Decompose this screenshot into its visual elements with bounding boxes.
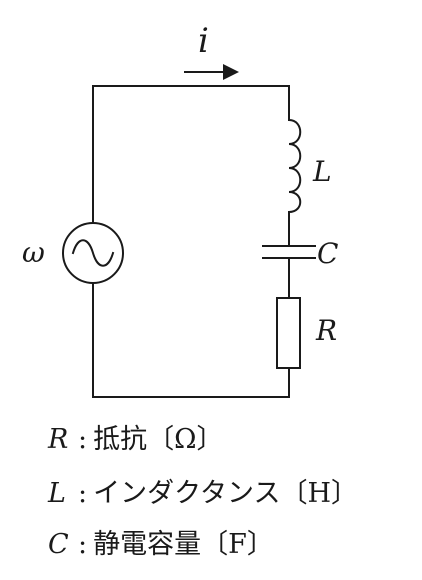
legend-description: 静電容量〔F〕 [93,529,274,560]
capacitor-label: C [317,237,338,270]
ac-source-circle [62,222,124,284]
legend-description: 抵抗〔Ω〕 [93,424,224,455]
legend-symbol: R [48,424,69,455]
current-arrow [184,64,239,80]
legend-row-inductance: L:インダクタンス〔H〕 [48,480,358,507]
legend-symbol: C [48,529,69,560]
inductor-coil [287,118,302,214]
sine-wave-icon [71,239,115,267]
resistor [276,297,301,369]
legend-description: インダクタンス〔H〕 [93,478,359,509]
ac-source [62,222,124,284]
legend-row-resistance: R:抵抗〔Ω〕 [48,426,224,453]
inductor-label: L [312,155,332,188]
source-frequency-label: ω [22,236,45,269]
capacitor [262,245,316,259]
legend-symbol: L [48,478,66,509]
legend-separator: : [78,424,88,455]
arrow-right-icon [223,64,239,80]
legend-row-capacitance: C:静電容量〔F〕 [48,531,274,558]
legend-separator: : [78,478,88,509]
current-label: i [198,21,209,61]
resistor-label: R [315,314,337,347]
legend-separator: : [78,529,88,560]
